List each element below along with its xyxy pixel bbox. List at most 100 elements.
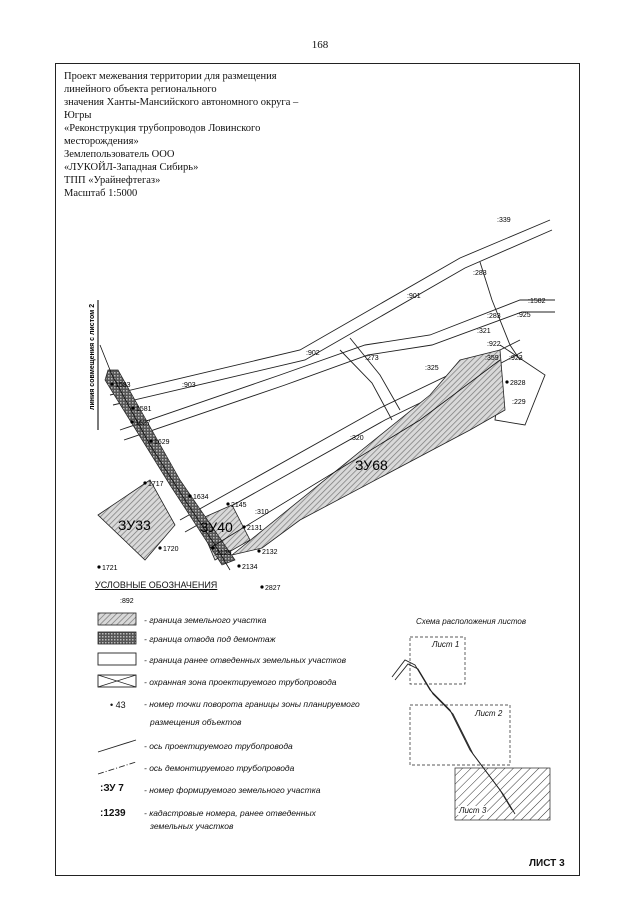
- scheme-sheet-3-label: Лист 3: [458, 806, 488, 815]
- point-marker: [257, 549, 261, 553]
- point-label: 2145: [231, 502, 247, 509]
- cadastral-label: :229: [512, 399, 526, 406]
- cadastral-label: :320: [350, 435, 364, 442]
- legend-text-cadastral: - кадастровые номера, ранее отведенных: [144, 808, 316, 818]
- sheet-number: ЛИСТ 3: [529, 858, 565, 869]
- legend-text-cadastral-cont: земельных участков: [150, 821, 234, 831]
- legend-text-point-cont: размещения объектов: [150, 717, 242, 727]
- cadastral-label: :283: [473, 270, 487, 277]
- legend-symbols: [97, 612, 137, 775]
- scheme-sheet-2-label: Лист 2: [474, 709, 504, 718]
- cadastral-label: :923: [509, 355, 523, 362]
- title-line: значения Ханты-Мансийского автономного о…: [64, 97, 299, 108]
- legend-text-protection-zone: - охранная зона проектируемого трубопров…: [144, 677, 337, 687]
- legend-line-projected: [97, 739, 137, 753]
- point-marker: [149, 439, 153, 443]
- zone-label-zu68: ЗУ68: [355, 457, 388, 473]
- scheme-title: Схема расположения листов: [416, 617, 527, 626]
- point-marker: [131, 406, 135, 410]
- point-label: 2134: [242, 564, 258, 571]
- point-label: 1634: [193, 494, 209, 501]
- legend-symbol-zu: :ЗУ 7: [100, 783, 124, 794]
- point-label: 2131: [247, 525, 263, 532]
- cadastral-label: :892: [120, 598, 134, 605]
- legend-text-demolished-axis: - ось демонтируемого трубопровода: [144, 763, 295, 773]
- point-marker: [242, 525, 246, 529]
- title-line: «ЛУКОЙЛ-Западная Сибирь»: [64, 162, 199, 173]
- scheme-sheet-1-label: Лист 1: [431, 640, 461, 649]
- pipeline-axes: [99, 344, 501, 571]
- point-marker: [110, 382, 114, 386]
- cadastral-label: :359: [485, 355, 499, 362]
- cadastral-label: :922: [487, 341, 501, 348]
- legend-swatch-allotted: [97, 652, 137, 666]
- cadastral-label: :925: [517, 312, 531, 319]
- page-number: 168: [311, 39, 329, 51]
- demolition-strip: [104, 369, 236, 566]
- point-label: 1720: [163, 546, 179, 553]
- sheet-scheme: [391, 636, 551, 821]
- zone-label-zu33: ЗУ33: [118, 517, 151, 533]
- point-label: 1627: [135, 420, 151, 427]
- legend-text-demolition: - граница отвода под демонтаж: [144, 634, 276, 644]
- point-marker: [226, 502, 230, 506]
- title-block: Проект межевания территории для размещен…: [64, 70, 364, 200]
- legend-swatch-cross: [97, 674, 137, 688]
- zone-label-zu40: ЗУ40: [200, 519, 233, 535]
- legend-text-zu: - номер формируемого земельного участка: [144, 785, 321, 795]
- title-line: «Реконструкция трубопроводов Ловинского: [64, 123, 261, 134]
- title-line: Землепользователь ООО: [64, 149, 175, 160]
- point-label: 2827: [265, 585, 281, 592]
- cadastral-label: :273: [365, 355, 379, 362]
- legend-swatch-plot: [97, 612, 137, 626]
- point-label: 1581: [136, 406, 152, 413]
- cadastral-label: :902: [306, 350, 320, 357]
- legend-title: УСЛОВНЫЕ ОБОЗНАЧЕНИЯ: [95, 580, 218, 590]
- cadastral-label: :903: [182, 382, 196, 389]
- point-label: 1583: [115, 382, 131, 389]
- point-label: 1629: [154, 439, 170, 446]
- title-line: ТПП «Урайнефтегаз»: [64, 175, 161, 186]
- cadastral-label: :321: [477, 328, 491, 335]
- cadastral-label: :1582: [528, 298, 546, 305]
- cadastral-label: :283: [487, 313, 501, 320]
- point-marker: [130, 420, 134, 424]
- point-marker: [97, 565, 101, 569]
- point-marker: [237, 564, 241, 568]
- title-line: месторождения»: [64, 136, 139, 147]
- plot-zu33: [97, 479, 176, 561]
- legend-text-plot: - граница земельного участка: [144, 615, 267, 625]
- point-label: 2129: [216, 550, 232, 557]
- legend-text-allotted: - граница ранее отведенных земельных уча…: [144, 655, 347, 665]
- scheme-sheet-1: [409, 636, 466, 685]
- point-marker: [505, 380, 509, 384]
- legend-swatch-demolition: [97, 631, 137, 645]
- point-label: 2828: [510, 380, 526, 387]
- cadastral-label: :339: [497, 217, 511, 224]
- title-line: Проект межевания территории для размещен…: [64, 71, 277, 82]
- legend-symbol-point: • 43: [110, 700, 126, 710]
- boundary-points: 1583 1581 1627 1629 1717 1634 2145 2131 …: [97, 380, 526, 592]
- title-line: Югры: [64, 110, 92, 121]
- cadastral-label: :325: [425, 365, 439, 372]
- title-line: линейного объекта регионального: [64, 84, 217, 95]
- drawing-frame: [55, 63, 580, 876]
- sheet-join-label: линия совмещения с листом 2: [89, 304, 96, 410]
- point-label: 1721: [102, 565, 118, 572]
- point-marker: [260, 585, 264, 589]
- title-line: Масштаб 1:5000: [64, 188, 138, 199]
- legend-symbol-cadastral: :1239: [100, 808, 126, 819]
- cadastral-label: :901: [407, 293, 421, 300]
- point-marker: [158, 546, 162, 550]
- point-marker: [143, 481, 147, 485]
- cadastral-label: :310: [255, 509, 269, 516]
- point-label: 2132: [262, 549, 278, 556]
- point-label: 1717: [148, 481, 164, 488]
- legend-line-demolished: [97, 761, 137, 775]
- point-marker: [211, 546, 215, 550]
- legend-text-point: - номер точки поворота границы зоны план…: [144, 699, 360, 709]
- legend-text-projected-axis: - ось проектируемого трубопровода: [144, 741, 293, 751]
- scheme-sheet-2: [409, 704, 511, 766]
- point-marker: [188, 494, 192, 498]
